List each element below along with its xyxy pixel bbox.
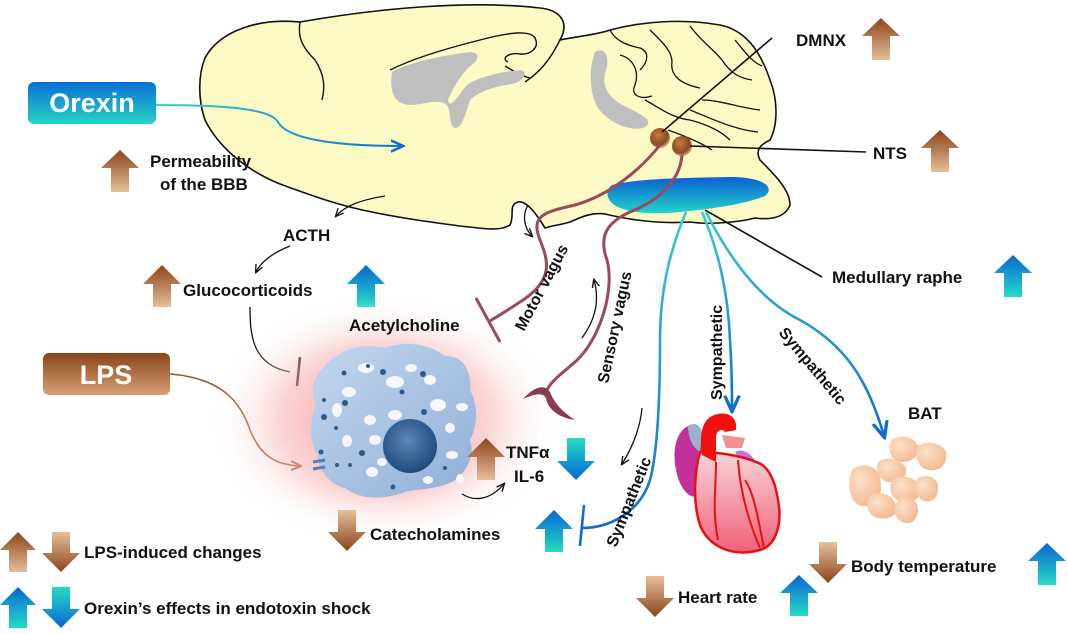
- sympathetic-nerve-bat: [704, 211, 884, 436]
- heart-rate-label: Heart rate: [678, 588, 757, 607]
- orexin-up-arrow-icon: [1028, 543, 1066, 585]
- lateral-ventricle: [391, 52, 525, 128]
- motor-vagus-inhibit-bar: [474, 297, 502, 343]
- il6-label: IL-6: [514, 467, 544, 486]
- sensory-vagus-label: Sensory vagus: [595, 270, 635, 385]
- tnf-alpha-label: TNFα: [506, 443, 550, 462]
- fourth-ventricle: [590, 50, 649, 129]
- medullary-raphe-label: Medullary raphe: [832, 268, 962, 287]
- macrophage-to-cytokine-arrow: [461, 484, 504, 500]
- brain-to-acth-arrow: [336, 195, 386, 216]
- tlr4-receptor-icon: [312, 458, 326, 471]
- lps-label: LPS: [80, 360, 133, 390]
- brain-outline: [199, 4, 791, 230]
- medullary-raphe-pointer: [704, 209, 823, 278]
- legend-orexin-down-arrow-icon: [42, 587, 80, 628]
- legend-lps-down-arrow-icon: [42, 532, 80, 572]
- macrophage-cell: [311, 343, 476, 498]
- sensory-vagus-nerve: [544, 154, 684, 393]
- lps-up-arrow-icon: [101, 150, 139, 192]
- glucocorticoids-label: Glucocorticoids: [183, 281, 312, 300]
- dmnx-pointer: [661, 37, 773, 133]
- legend: LPS-induced changes Orexin’s effects in …: [0, 532, 371, 628]
- orexin-up-arrow-icon: [347, 265, 385, 307]
- orexin-up-arrow-icon: [994, 255, 1032, 297]
- sympathetic-feedback-arrow: [622, 407, 643, 464]
- corpus-callosum-outline: [389, 32, 537, 71]
- macrophage-nucleus: [383, 419, 437, 473]
- brain-sulcus: [298, 21, 325, 101]
- permeability-label-2: of the BBB: [160, 175, 248, 194]
- sympathetic-catecholamines-label: Sympathetic: [604, 455, 655, 550]
- orexin-down-arrow-icon: [557, 438, 595, 480]
- orexin-label: Orexin: [49, 88, 135, 118]
- legend-lps-label: LPS-induced changes: [84, 543, 262, 562]
- macrophage-dots: [318, 364, 447, 490]
- sensory-vagus-terminal-icon: [523, 387, 575, 420]
- brain-to-motor-vagus-arrow: [523, 204, 532, 236]
- brain: [199, 4, 791, 230]
- motor-vagus-nerve: [487, 144, 662, 324]
- motor-vagus-label: Motor vagus: [513, 242, 573, 334]
- acth-to-glucocorticoids-arrow: [256, 245, 291, 272]
- body-temperature-label: Body temperature: [851, 557, 996, 576]
- macrophage: [311, 343, 476, 498]
- dmnx-neuron: [650, 128, 670, 148]
- lps-up-arrow-icon: [143, 265, 181, 307]
- lps-down-arrow-icon: [328, 510, 366, 551]
- orexin-up-arrow-icon: [535, 510, 573, 552]
- legend-orexin-label: Orexin’s effects in endotoxin shock: [84, 599, 371, 618]
- bat-cells-illustration: [849, 436, 947, 524]
- lps-box: LPS: [43, 353, 170, 395]
- bat-label: BAT: [908, 404, 942, 423]
- macrophage-granules: [332, 363, 468, 484]
- acth-label: ACTH: [283, 226, 330, 245]
- orexin-box: Orexin: [28, 82, 156, 124]
- sympathetic-bat-label: Sympathetic: [775, 325, 849, 409]
- orexin-up-arrow-icon: [780, 575, 818, 616]
- catecholamines-label: Catecholamines: [370, 525, 500, 544]
- heart-illustration: [674, 413, 781, 554]
- orexin-to-brain-arrow: [155, 104, 402, 146]
- lps-down-arrow-icon: [809, 542, 847, 583]
- lps-up-arrow-icon: [921, 130, 959, 172]
- lps-down-arrow-icon: [636, 576, 674, 617]
- sympathetic-heart-label: Sympathetic: [709, 305, 726, 400]
- legend-lps-up-arrow-icon: [0, 532, 36, 572]
- nts-pointer: [689, 145, 867, 153]
- nts-neuron: [672, 136, 692, 156]
- permeability-label: Permeability: [150, 152, 252, 171]
- legend-orexin-up-arrow-icon: [0, 587, 36, 628]
- dmnx-label: DMNX: [796, 31, 847, 50]
- acetylcholine-label: Acetylcholine: [349, 316, 460, 335]
- sympathetic-nerve-catecholamines: [581, 211, 688, 530]
- lps-up-arrow-icon: [862, 18, 900, 60]
- cerebellum: [609, 25, 763, 151]
- brain-sulcus: [524, 39, 561, 83]
- nts-label: NTS: [873, 144, 907, 163]
- sensory-afferent-arrow: [581, 280, 597, 339]
- sympathetic-inhibit-bar: [578, 504, 586, 547]
- lps-up-arrow-icon: [467, 438, 505, 480]
- sympathetic-nerve-heart: [700, 211, 732, 410]
- permeability-indicator: Permeability of the BBB: [101, 150, 252, 194]
